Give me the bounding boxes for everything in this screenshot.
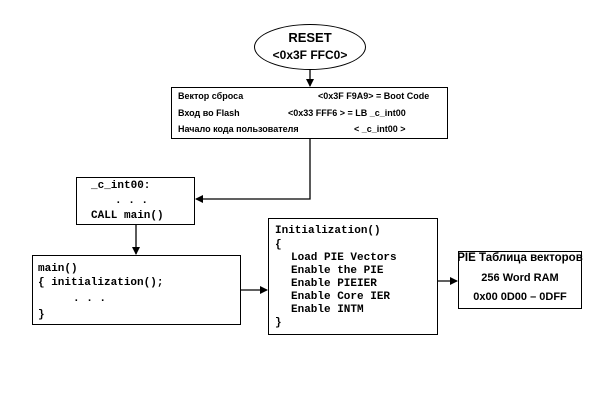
- main-function-box: main() { initialization(); . . . }: [32, 255, 241, 325]
- vector-row-value: <0x3F F9A9> = Boot Code: [318, 91, 430, 101]
- c-int00-label: _c_int00:: [91, 180, 151, 192]
- pie-table-address: 0x00 0D00 – 0DFF: [473, 291, 567, 303]
- main-line: { initialization();: [38, 277, 164, 289]
- init-line: Initialization(): [275, 225, 381, 237]
- vector-row: Вектор сброса <0x3F F9A9> = Boot Code: [178, 89, 443, 103]
- reset-title: RESET: [288, 30, 332, 45]
- vector-row: Начало кода пользователя < _c_int00 >: [178, 122, 443, 136]
- pie-table-title: PIE Таблица векторов: [457, 252, 583, 264]
- init-line: Enable PIEIER: [291, 278, 377, 290]
- c-int00-call: CALL main(): [91, 210, 164, 222]
- vector-row-value: <0x33 FFF6 > = LB _c_int00: [288, 108, 406, 118]
- vector-row-label: Вход во Flash: [178, 108, 240, 118]
- init-line: Enable INTM: [291, 304, 364, 316]
- initialization-box: Initialization() { Load PIE Vectors Enab…: [268, 218, 438, 335]
- vector-row-label: Вектор сброса: [178, 91, 244, 101]
- c-int00-ellipsis: . . .: [115, 195, 149, 207]
- init-line: Load PIE Vectors: [291, 252, 397, 264]
- vector-row-label: Начало кода пользователя: [178, 124, 299, 134]
- vector-row-value: < _c_int00 >: [354, 124, 406, 134]
- main-line: . . .: [73, 293, 107, 305]
- arrow-vectors-to-c-int00: [195, 139, 311, 203]
- vector-row: Вход во Flash <0x33 FFF6 > = LB _c_int00: [178, 106, 443, 120]
- reset-address: <0x3F FFC0>: [272, 48, 348, 62]
- pie-table-size: 256 Word RAM: [481, 272, 559, 284]
- main-line: main(): [38, 263, 78, 275]
- init-line: {: [275, 239, 282, 251]
- init-line: Enable the PIE: [291, 265, 384, 277]
- init-line: }: [275, 317, 282, 329]
- c-int00-box: _c_int00: . . . CALL main(): [76, 177, 195, 225]
- reset-vector-box: Вектор сброса <0x3F F9A9> = Boot Code Вх…: [171, 87, 448, 139]
- reset-node: RESET <0x3F FFC0>: [254, 24, 366, 70]
- init-line: Enable Core IER: [291, 291, 391, 303]
- pie-vector-table-box: PIE Таблица векторов 256 Word RAM 0x00 0…: [457, 251, 583, 309]
- main-line: }: [38, 309, 45, 321]
